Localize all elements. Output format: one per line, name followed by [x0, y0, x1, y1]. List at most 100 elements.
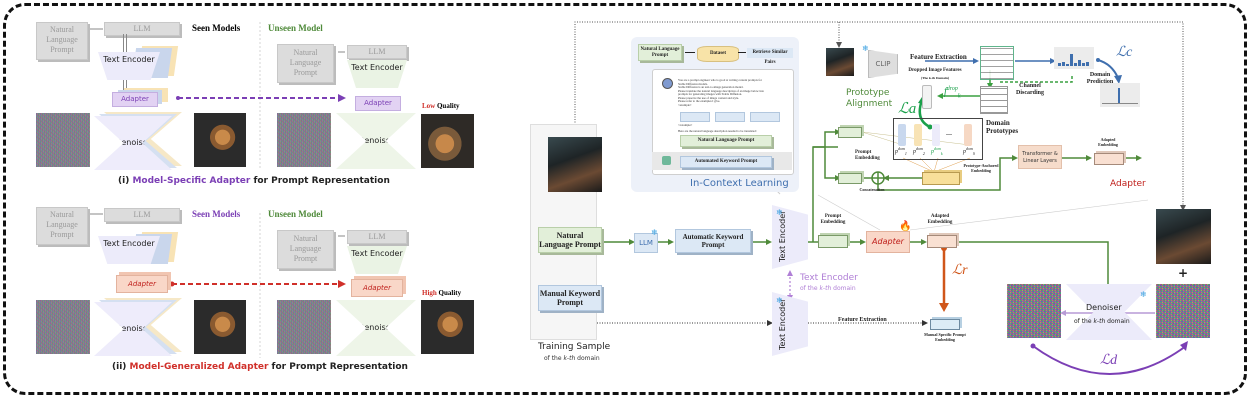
- llm-box-unseen-i: LLM: [347, 45, 407, 59]
- plus-sign: +: [1178, 266, 1189, 280]
- one-hot-chart: [1100, 83, 1140, 107]
- retrieve-similar-pairs: Retrieve Similar Pairs: [747, 48, 793, 65]
- noise-image: [277, 113, 331, 167]
- adapted-embedding-detail-label: Adapted Embedding: [1098, 137, 1118, 147]
- unseen-model-label-ii: Unseen Model: [268, 209, 323, 219]
- nl-prompt-box-unseen-i: Natural Language Prompt: [277, 44, 334, 83]
- trainable-fire-icon: 🔥: [899, 221, 912, 232]
- training-caption: Training Sample: [538, 342, 611, 352]
- text-encoder-unseen-ii: Text Encoder: [347, 246, 407, 274]
- example-box: [715, 112, 745, 122]
- dropped-feature-cube: [980, 86, 1008, 114]
- adapted-embedding-label: Adapted Embedding: [927, 214, 953, 225]
- prediction-bar: [1082, 63, 1085, 66]
- instruction-line: Stable Diffusion models.: [678, 81, 708, 86]
- nl-prompt-training: Natural Language Prompt: [538, 227, 602, 253]
- text-encoder-main-label: Text Encoder: [778, 210, 787, 262]
- prompt-embedding-label: Prompt Embedding: [820, 214, 846, 225]
- loss-r: ℒr: [952, 263, 968, 278]
- seen-models-label: Seen Models: [192, 23, 241, 33]
- noisy-latent-image: [1156, 284, 1210, 338]
- transformer-linear-layers: Transformer & Linear Layers: [1018, 145, 1062, 169]
- chatgpt-icon: [662, 156, 671, 165]
- prototype-label: pdomS: [963, 146, 975, 157]
- instruction-line: prompts for generating images with Stabl…: [678, 92, 743, 96]
- dropped-features-label: Dropped Image Features: [908, 68, 962, 73]
- channel-discarding-label: Channel Discarding: [1015, 83, 1044, 96]
- icl-title: In-Context Learning: [690, 178, 789, 189]
- prototype-label: pdom1: [895, 146, 907, 157]
- clip-input-image: [826, 48, 854, 76]
- frozen-snowflake-icon: ❄: [776, 296, 783, 305]
- loss-d: ℒd: [1100, 353, 1118, 368]
- feature-extraction-top: Feature Extraction: [910, 53, 967, 61]
- prototype-ellipsis: ...: [946, 128, 952, 137]
- prototype-vector: [898, 124, 906, 146]
- automatic-keyword-prompt: Automatic Keyword Prompt: [675, 229, 751, 253]
- adapter-box-seen-ii: Adapter: [116, 275, 168, 293]
- user-avatar-icon: [662, 78, 673, 89]
- example-box: [680, 112, 710, 122]
- adapter-prompt-embedding-label: Prompt Embedding: [855, 150, 880, 161]
- f-drop-label: fdropk: [944, 86, 961, 100]
- prediction-bar: [1062, 62, 1065, 66]
- prompt-embedding-block: [818, 235, 848, 248]
- denoiser-main-label: Denoiser: [1086, 303, 1122, 312]
- dropped-features-sub: (The k-th Domain): [920, 76, 949, 80]
- denoiser-main-sub: of the k-th domain: [1074, 318, 1130, 325]
- noise-image: [36, 300, 90, 354]
- adapter-box-seen-i: Adapter: [112, 92, 158, 107]
- dataset-cylinder: Dataset: [697, 46, 739, 62]
- instruction-line: Please translate the natural language de…: [678, 88, 765, 93]
- icl-nl-prompt-inner: Natural Language Prompt: [680, 135, 772, 147]
- text-encoder-note: Text Encoder: [800, 273, 858, 283]
- frozen-snowflake-icon: ❄: [1140, 290, 1147, 299]
- quality-label-i: Low Quality: [422, 102, 460, 110]
- noise-image: [36, 113, 90, 167]
- noise-image: [277, 300, 331, 354]
- dog-output-image-unseen: [421, 300, 474, 354]
- feature-cube: [980, 46, 1014, 80]
- text-encoder-manual-label: Text Encoder: [778, 298, 787, 350]
- prototype-anchored-block: [922, 172, 960, 185]
- adapted-embedding-block: [927, 235, 957, 248]
- manual-keyword-prompt: Manual Keyword Prompt: [538, 285, 602, 311]
- adapter-box-unseen-i: Adapter: [355, 96, 401, 111]
- instruction-line: Please preserve the use of image content…: [678, 95, 739, 100]
- panel-ii-caption: (ii) Model-Generalized Adapter for Promp…: [112, 362, 408, 372]
- loss-c: ℒc: [1116, 45, 1133, 60]
- prototype-label: pdom2: [913, 146, 925, 157]
- text-encoder-manual: [772, 292, 808, 356]
- translate-line: Here are the natural language descriptio…: [678, 129, 757, 133]
- outer-dashed-frame: [3, 3, 1247, 395]
- text-encoder-unseen-i: Text Encoder: [347, 60, 407, 88]
- prediction-bar: [1086, 62, 1089, 66]
- concatenation-label: Concatenation: [859, 187, 885, 192]
- prompt-embedding-block-top: [838, 127, 862, 138]
- target-image: [1156, 209, 1211, 264]
- loss-a: ℒa: [898, 101, 917, 117]
- training-image: [548, 137, 602, 192]
- prediction-bar: [1074, 63, 1077, 66]
- instruction-line: Please refer to the examples I give.: [678, 99, 721, 103]
- text-encoder-ii: Text Encoder: [98, 236, 160, 264]
- instruction-line: You are a prompt engineer who is good at…: [678, 78, 763, 82]
- example-end-tag: </example>: [678, 123, 693, 127]
- prediction-bar: [1070, 54, 1073, 66]
- text-encoder-i: Text Encoder: [98, 52, 160, 80]
- dog-output-image: [194, 300, 246, 354]
- frozen-snowflake-icon: ❄: [862, 44, 869, 53]
- prototype-vector: [964, 124, 972, 146]
- dog-output-image: [194, 113, 246, 167]
- training-subcaption: of the k-th domain: [544, 355, 600, 362]
- nl-prompt-box-i: Natural Language Prompt: [36, 22, 88, 60]
- prediction-bar: [1066, 64, 1069, 66]
- nl-prompt-box-unseen-ii: Natural Language Prompt: [277, 230, 334, 269]
- manual-embedding-label: Manual Specific Prompt Embedding: [924, 332, 966, 342]
- manual-embedding-block: [930, 319, 960, 330]
- icl-auto-keyword: Automated Keyword Prompt: [680, 156, 772, 168]
- nl-prompt-box-ii: Natural Language Prompt: [36, 207, 88, 245]
- clip-encoder: CLIP: [868, 50, 898, 78]
- domain-prediction-bars: [1056, 52, 1092, 66]
